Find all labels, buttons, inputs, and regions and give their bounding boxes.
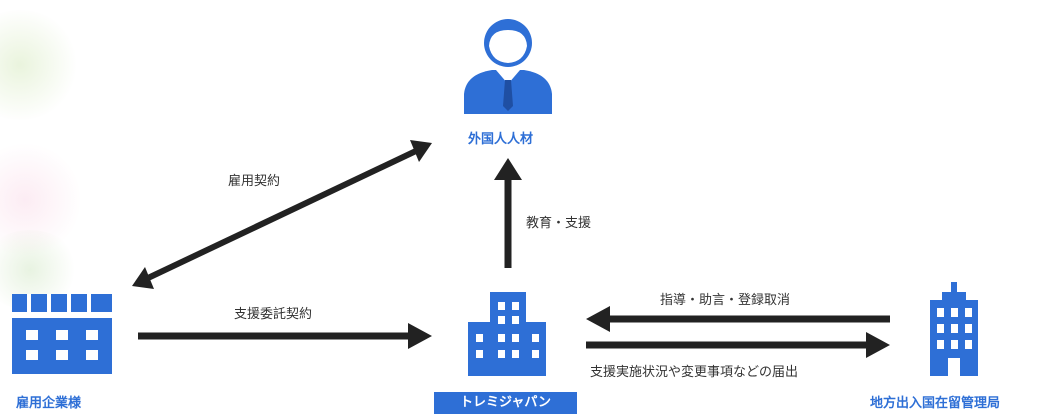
- office-building-icon: [468, 292, 546, 376]
- guidance-label: 指導・助言・登録取消: [660, 293, 791, 308]
- report-label: 支援実施状況や変更事項などの届出: [590, 365, 799, 380]
- immigration-label: 地方出入国在留管理局: [870, 396, 1001, 411]
- tower-building-icon: [930, 282, 978, 376]
- support-org-badge: トレミジャパン: [434, 392, 577, 414]
- employer-label: 雇用企業様: [16, 396, 82, 411]
- person-icon: [464, 19, 552, 114]
- support-consignment-label: 支援委託契約: [234, 307, 313, 322]
- support-consignment-arrow: [138, 323, 432, 349]
- guidance-arrow: [586, 306, 890, 332]
- report-arrow: [586, 332, 890, 358]
- employment-contract-label: 雇用契約: [228, 174, 281, 189]
- education-support-arrow: [494, 158, 522, 268]
- education-support-label: 教育・支援: [526, 216, 592, 231]
- factory-icon: [12, 294, 112, 374]
- foreign-worker-label: 外国人人材: [468, 132, 534, 147]
- employment-contract-arrow: [132, 140, 432, 289]
